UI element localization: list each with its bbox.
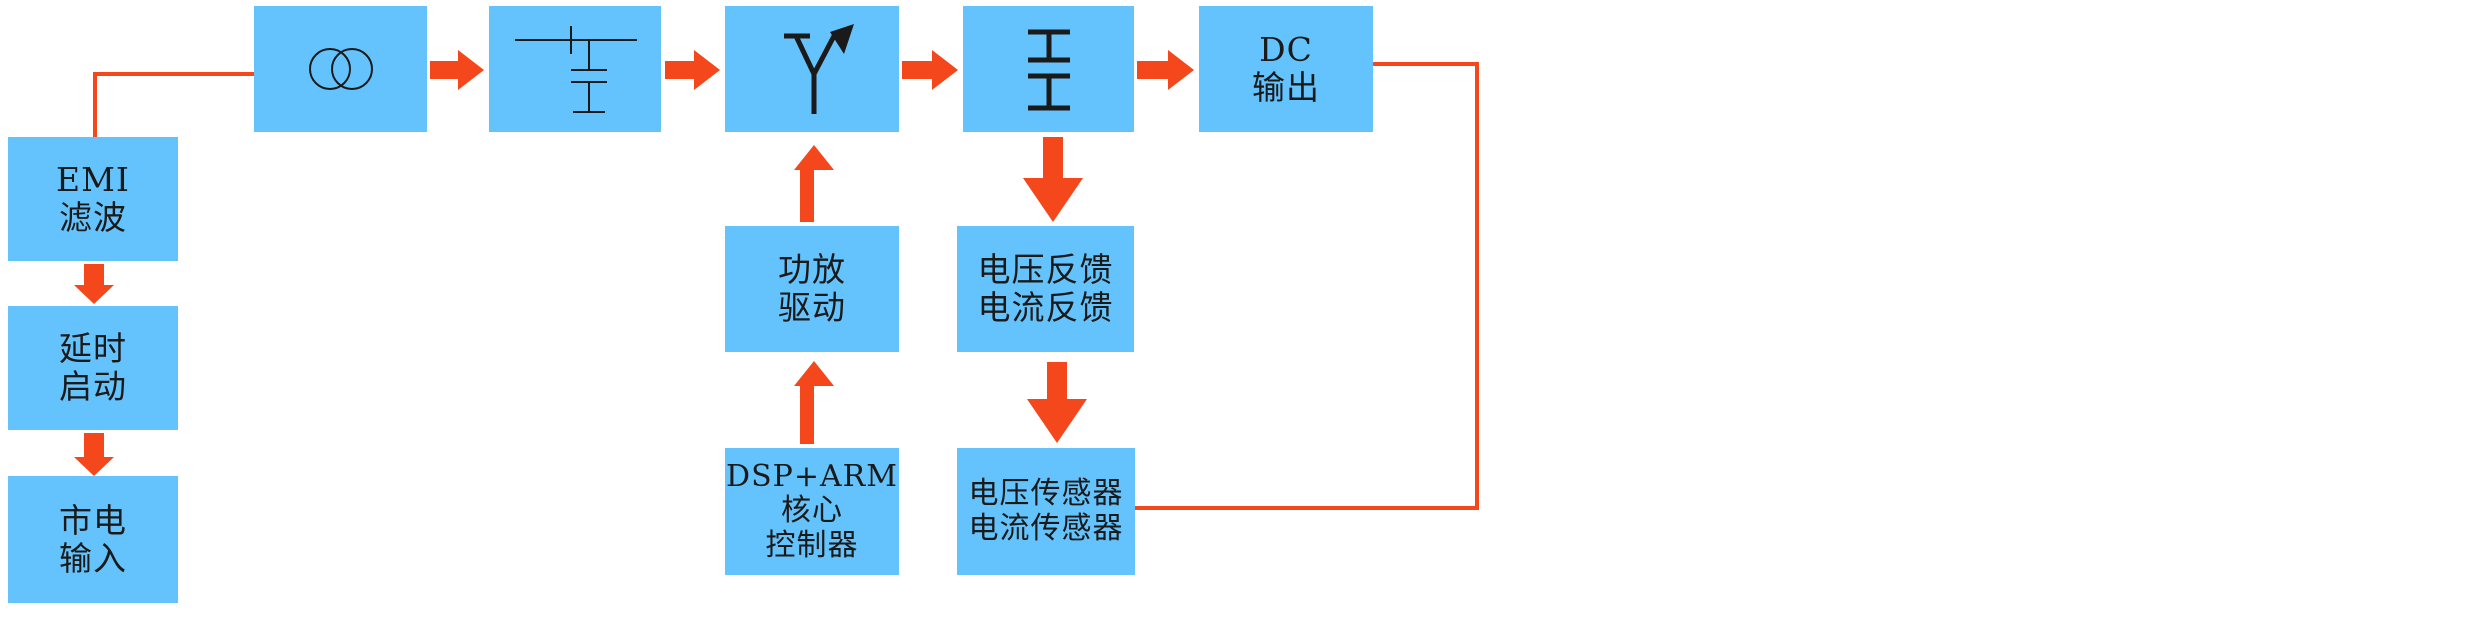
sensors-line2: 电流传感器 bbox=[968, 510, 1124, 546]
dsp-arm-core-line1: DSP+ARM bbox=[726, 458, 898, 494]
flow-arrows bbox=[74, 50, 1194, 476]
dsp-arm-core-block: DSP+ARM 核心 控制器 bbox=[725, 448, 899, 575]
feedback-block: 电压反馈 电流反馈 bbox=[957, 226, 1134, 352]
transformer-icon bbox=[308, 48, 373, 90]
arrow-right-4 bbox=[1137, 50, 1194, 90]
power-amp-drive-line2: 驱动 bbox=[778, 288, 846, 327]
sensors-line1: 电压传感器 bbox=[968, 476, 1124, 511]
arrow-up-drive-to-inverter bbox=[794, 145, 834, 222]
transistor-icon bbox=[784, 24, 854, 114]
delay-start-line1: 延时 bbox=[59, 329, 127, 369]
emi-filter-block: EMI 滤波 bbox=[8, 137, 178, 261]
arrow-down-feedback-to-sensors bbox=[1027, 362, 1087, 443]
mains-input-line2: 输入 bbox=[59, 538, 127, 578]
arrow-right-3 bbox=[902, 50, 958, 90]
emi-filter-line1: EMI bbox=[56, 160, 130, 200]
arrow-down-emi-to-delay bbox=[74, 264, 114, 304]
sensors-block: 电压传感器 电流传感器 bbox=[957, 448, 1135, 575]
feedback-line2: 电流反馈 bbox=[977, 288, 1114, 327]
arrow-down-filter-to-feedback bbox=[1023, 137, 1083, 222]
connector-lines bbox=[93, 62, 1479, 510]
dsp-arm-core-line2: 核心 bbox=[781, 493, 843, 529]
feedback-line1: 电压反馈 bbox=[977, 250, 1114, 290]
dc-output-feedback-loop-line bbox=[1135, 62, 1479, 510]
filter-capacitor-block bbox=[963, 6, 1134, 132]
dc-output-line2: 输出 bbox=[1252, 68, 1320, 107]
capacitor-icon bbox=[1027, 29, 1070, 111]
arrow-down-delay-to-mains bbox=[74, 433, 114, 476]
mains-input-line1: 市电 bbox=[59, 500, 127, 540]
emi-filter-line2: 滤波 bbox=[59, 198, 127, 237]
arrow-up-dsp-to-drive bbox=[794, 361, 834, 444]
inverter-block bbox=[725, 6, 899, 132]
dc-output-block: DC 输出 bbox=[1199, 6, 1373, 132]
rectifier-block bbox=[489, 6, 661, 132]
arrow-right-1 bbox=[430, 50, 484, 90]
power-amp-drive-block: 功放 驱动 bbox=[725, 226, 899, 352]
dsp-arm-core-line3: 控制器 bbox=[765, 527, 859, 563]
power-amp-drive-line1: 功放 bbox=[778, 250, 846, 290]
rectifier-icon bbox=[515, 26, 637, 113]
delay-start-line2: 启动 bbox=[59, 367, 127, 406]
mains-input-block: 市电 输入 bbox=[8, 476, 178, 603]
transformer-block bbox=[254, 6, 427, 132]
emi-to-transformer-line bbox=[93, 72, 254, 137]
dc-output-line1: DC bbox=[1259, 30, 1313, 70]
arrow-right-2 bbox=[665, 50, 720, 90]
delay-start-block: 延时 启动 bbox=[8, 306, 178, 430]
